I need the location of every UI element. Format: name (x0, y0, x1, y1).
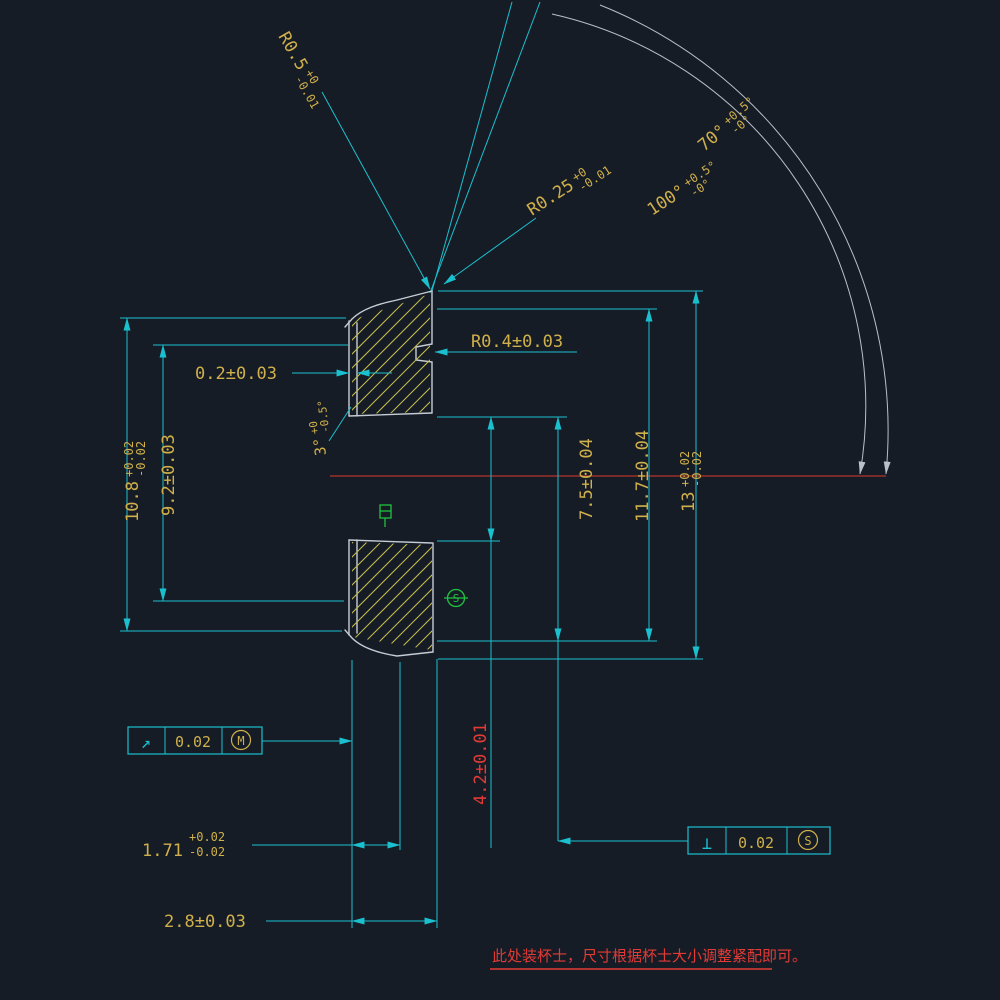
dim-13-value: 13 (679, 492, 699, 512)
outline-lower-bottom (344, 629, 434, 657)
runout-icon: ↗ (141, 733, 151, 753)
dim-angle-100: 100° +0.5° -0° (644, 158, 719, 220)
dim-9-2-value: 9.2±0.03 (159, 434, 179, 516)
fcf-perpendicularity: ⊥ 0.02 S (557, 641, 831, 855)
dim-angle-100-value: 100° (644, 181, 689, 220)
note-text: 此处装杯士，尺寸根据杯士大小调整紧配即可。 (492, 947, 807, 965)
part-outline (344, 290, 434, 657)
dim-1-71-value: 1.71 (142, 841, 183, 861)
dim-10-8-value: 10.8 (123, 481, 143, 522)
dim-angle-3-value: 3° (310, 437, 330, 457)
fcf-runout-value: 0.02 (175, 733, 211, 751)
fcf-perp-modifier: S (804, 834, 811, 848)
dim-r0-5: R0.5 +0 -0.01 (274, 29, 431, 290)
outline-upper-top (344, 290, 433, 328)
dim-4-2: 4.2±0.01 (437, 416, 500, 848)
perpendicularity-icon: ⊥ (702, 834, 712, 854)
angle-rays (429, 1, 541, 294)
fcf-runout: ↗ 0.02 M (127, 726, 353, 755)
dim-13-tol-up: +0.02 (678, 451, 692, 487)
dim-angle-3-tol-up: +0 (307, 420, 322, 435)
dim-4-2-value: 4.2±0.01 (471, 723, 491, 805)
dim-13: 13 +0.02 -0.02 (438, 290, 704, 660)
dim-angle-3: 3° +0 -0.5° (307, 399, 352, 457)
dim-r0-25-tol-up: +0 (569, 165, 589, 185)
dim-0-2-value: 0.2±0.03 (195, 364, 277, 384)
dim-1-71-tol-dn: -0.02 (189, 845, 225, 859)
dim-10-8: 10.8 +0.02 -0.02 (120, 317, 346, 632)
dim-r0-25: R0.25 +0 -0.01 (443, 163, 614, 285)
dim-r0-4-value: R0.4±0.03 (471, 332, 563, 352)
outline-bore-bottom (348, 539, 433, 544)
dim-r0-25-value: R0.25 (524, 176, 578, 221)
datum-target-1 (379, 504, 392, 527)
dim-0-2: 0.2±0.03 (195, 364, 392, 384)
dim-angle-3-tol-dn: -0.5° (315, 399, 332, 433)
dim-13-tol-dn: -0.02 (690, 451, 704, 487)
dim-10-8-tol-up: +0.02 (122, 441, 136, 477)
dim-r0-4: R0.4±0.03 (434, 332, 577, 356)
modifier-circle-m (230, 729, 252, 751)
fcf-perp-value: 0.02 (738, 834, 774, 852)
dim-2-8: 2.8±0.03 (164, 659, 438, 932)
fcf-runout-modifier: M (237, 734, 244, 748)
outline-bore-top (348, 412, 433, 417)
dim-11-7: 11.7±0.04 (437, 308, 657, 642)
angle-arcs (551, 4, 891, 475)
dim-9-2: 9.2±0.03 (153, 344, 348, 602)
dim-1-71-tol-up: +0.02 (189, 830, 225, 844)
dim-2-8-value: 2.8±0.03 (164, 912, 246, 932)
note-annotation: 此处装杯士，尺寸根据杯士大小调整紧配即可。 (490, 947, 807, 970)
dim-7-5: 7.5±0.04 (437, 416, 597, 642)
datum-marker-s: S (444, 588, 468, 608)
dim-r0-5-value: R0.5 (274, 29, 312, 74)
dim-10-8-tol-dn: -0.02 (134, 441, 148, 477)
dim-7-5-value: 7.5±0.04 (577, 438, 597, 520)
outline-groove (415, 343, 433, 363)
dim-11-7-value: 11.7±0.04 (633, 430, 653, 522)
dim-1-71: 1.71 +0.02 -0.02 (142, 660, 401, 928)
datum-s-label: S (453, 592, 460, 605)
dim-angle-70-value: 70° (694, 121, 730, 156)
dim-r0-5-tol-up: +0 (302, 67, 321, 87)
modifier-circle-s (797, 829, 819, 851)
